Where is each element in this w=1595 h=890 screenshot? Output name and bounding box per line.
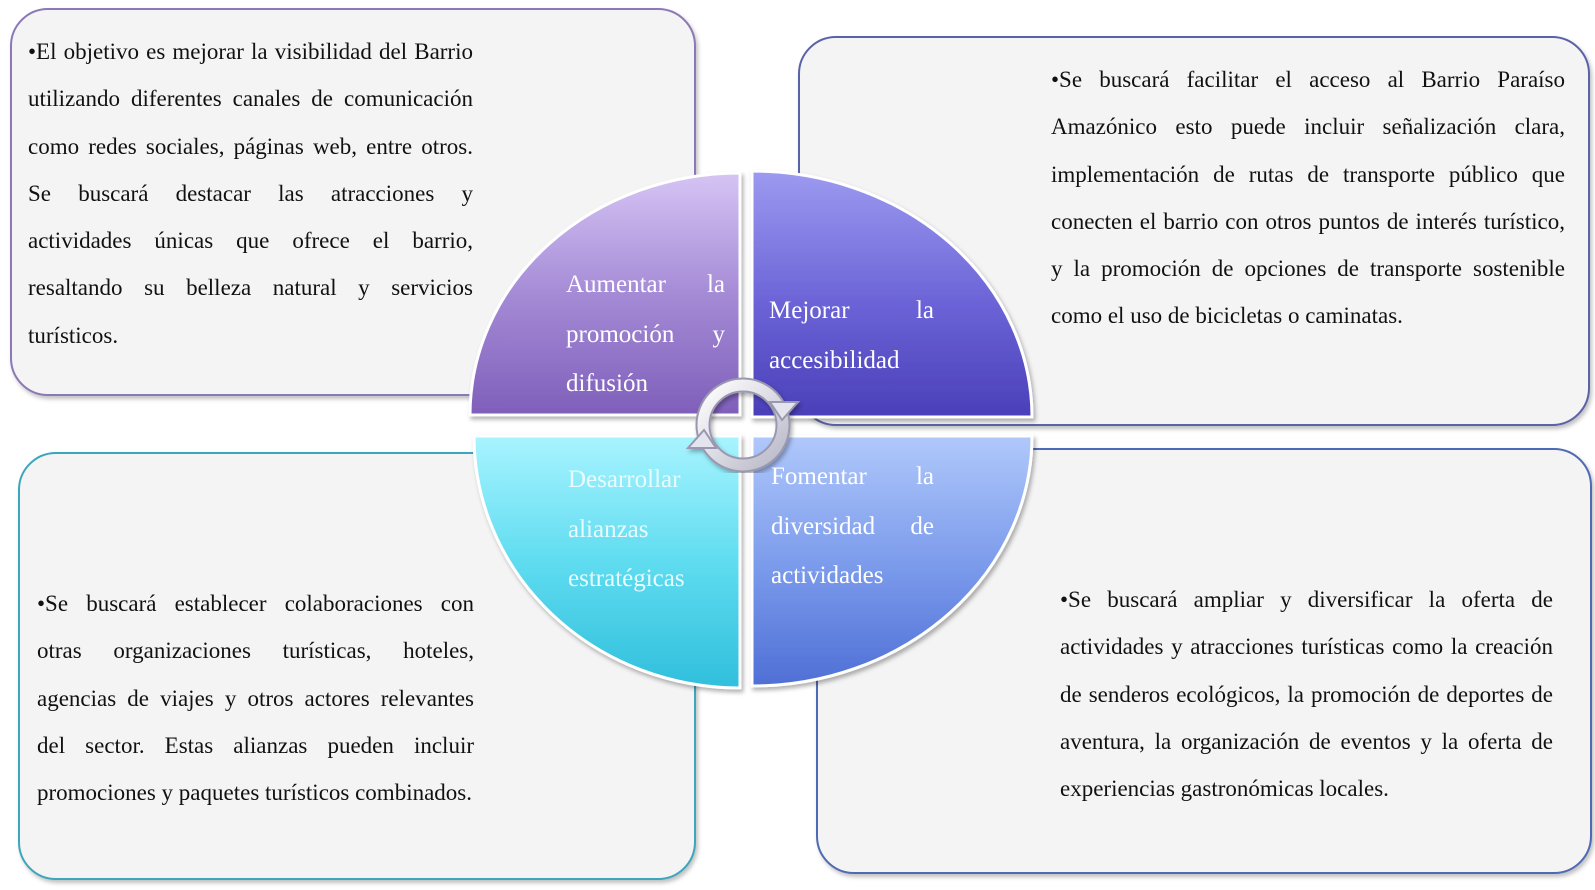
label-promotion: Aumentar la promoción y difusión	[566, 260, 725, 409]
label-line: difusión	[566, 370, 648, 397]
label-line: Aumentar la	[566, 271, 725, 298]
label-line: promoción y	[566, 320, 725, 348]
label-alliances: Desarrollar alianzas estratégicas	[568, 455, 716, 604]
label-line: Fomentar la	[771, 463, 934, 490]
label-line: accesibilidad	[769, 346, 900, 374]
quadrant-activities	[750, 434, 1034, 688]
label-line: Desarrollar	[568, 466, 681, 493]
quadrant-alliances	[472, 434, 742, 690]
label-accessibility: Mejorar la accesibilidad	[769, 286, 934, 385]
label-activities: Fomentar la diversidad de actividades	[771, 452, 934, 601]
accessibility-description: •Se buscará facilitar el acceso al Barri…	[1051, 67, 1565, 329]
quadrant-promotion	[468, 171, 742, 417]
quadrant-accessibility	[750, 169, 1034, 419]
label-line: actividades	[771, 562, 884, 589]
label-line: alianzas	[568, 515, 649, 543]
label-line: diversidad de	[771, 512, 934, 540]
circular-arrows-icon	[685, 377, 801, 473]
alliances-description: •Se buscará establecer colaboraciones co…	[37, 591, 474, 806]
activities-description: •Se buscará ampliar y diversificar la of…	[1060, 587, 1553, 802]
label-line: Mejorar la	[769, 297, 934, 324]
promotion-description: •El objetivo es mejorar la visibilidad d…	[28, 39, 473, 348]
label-line: estratégicas	[568, 565, 685, 592]
